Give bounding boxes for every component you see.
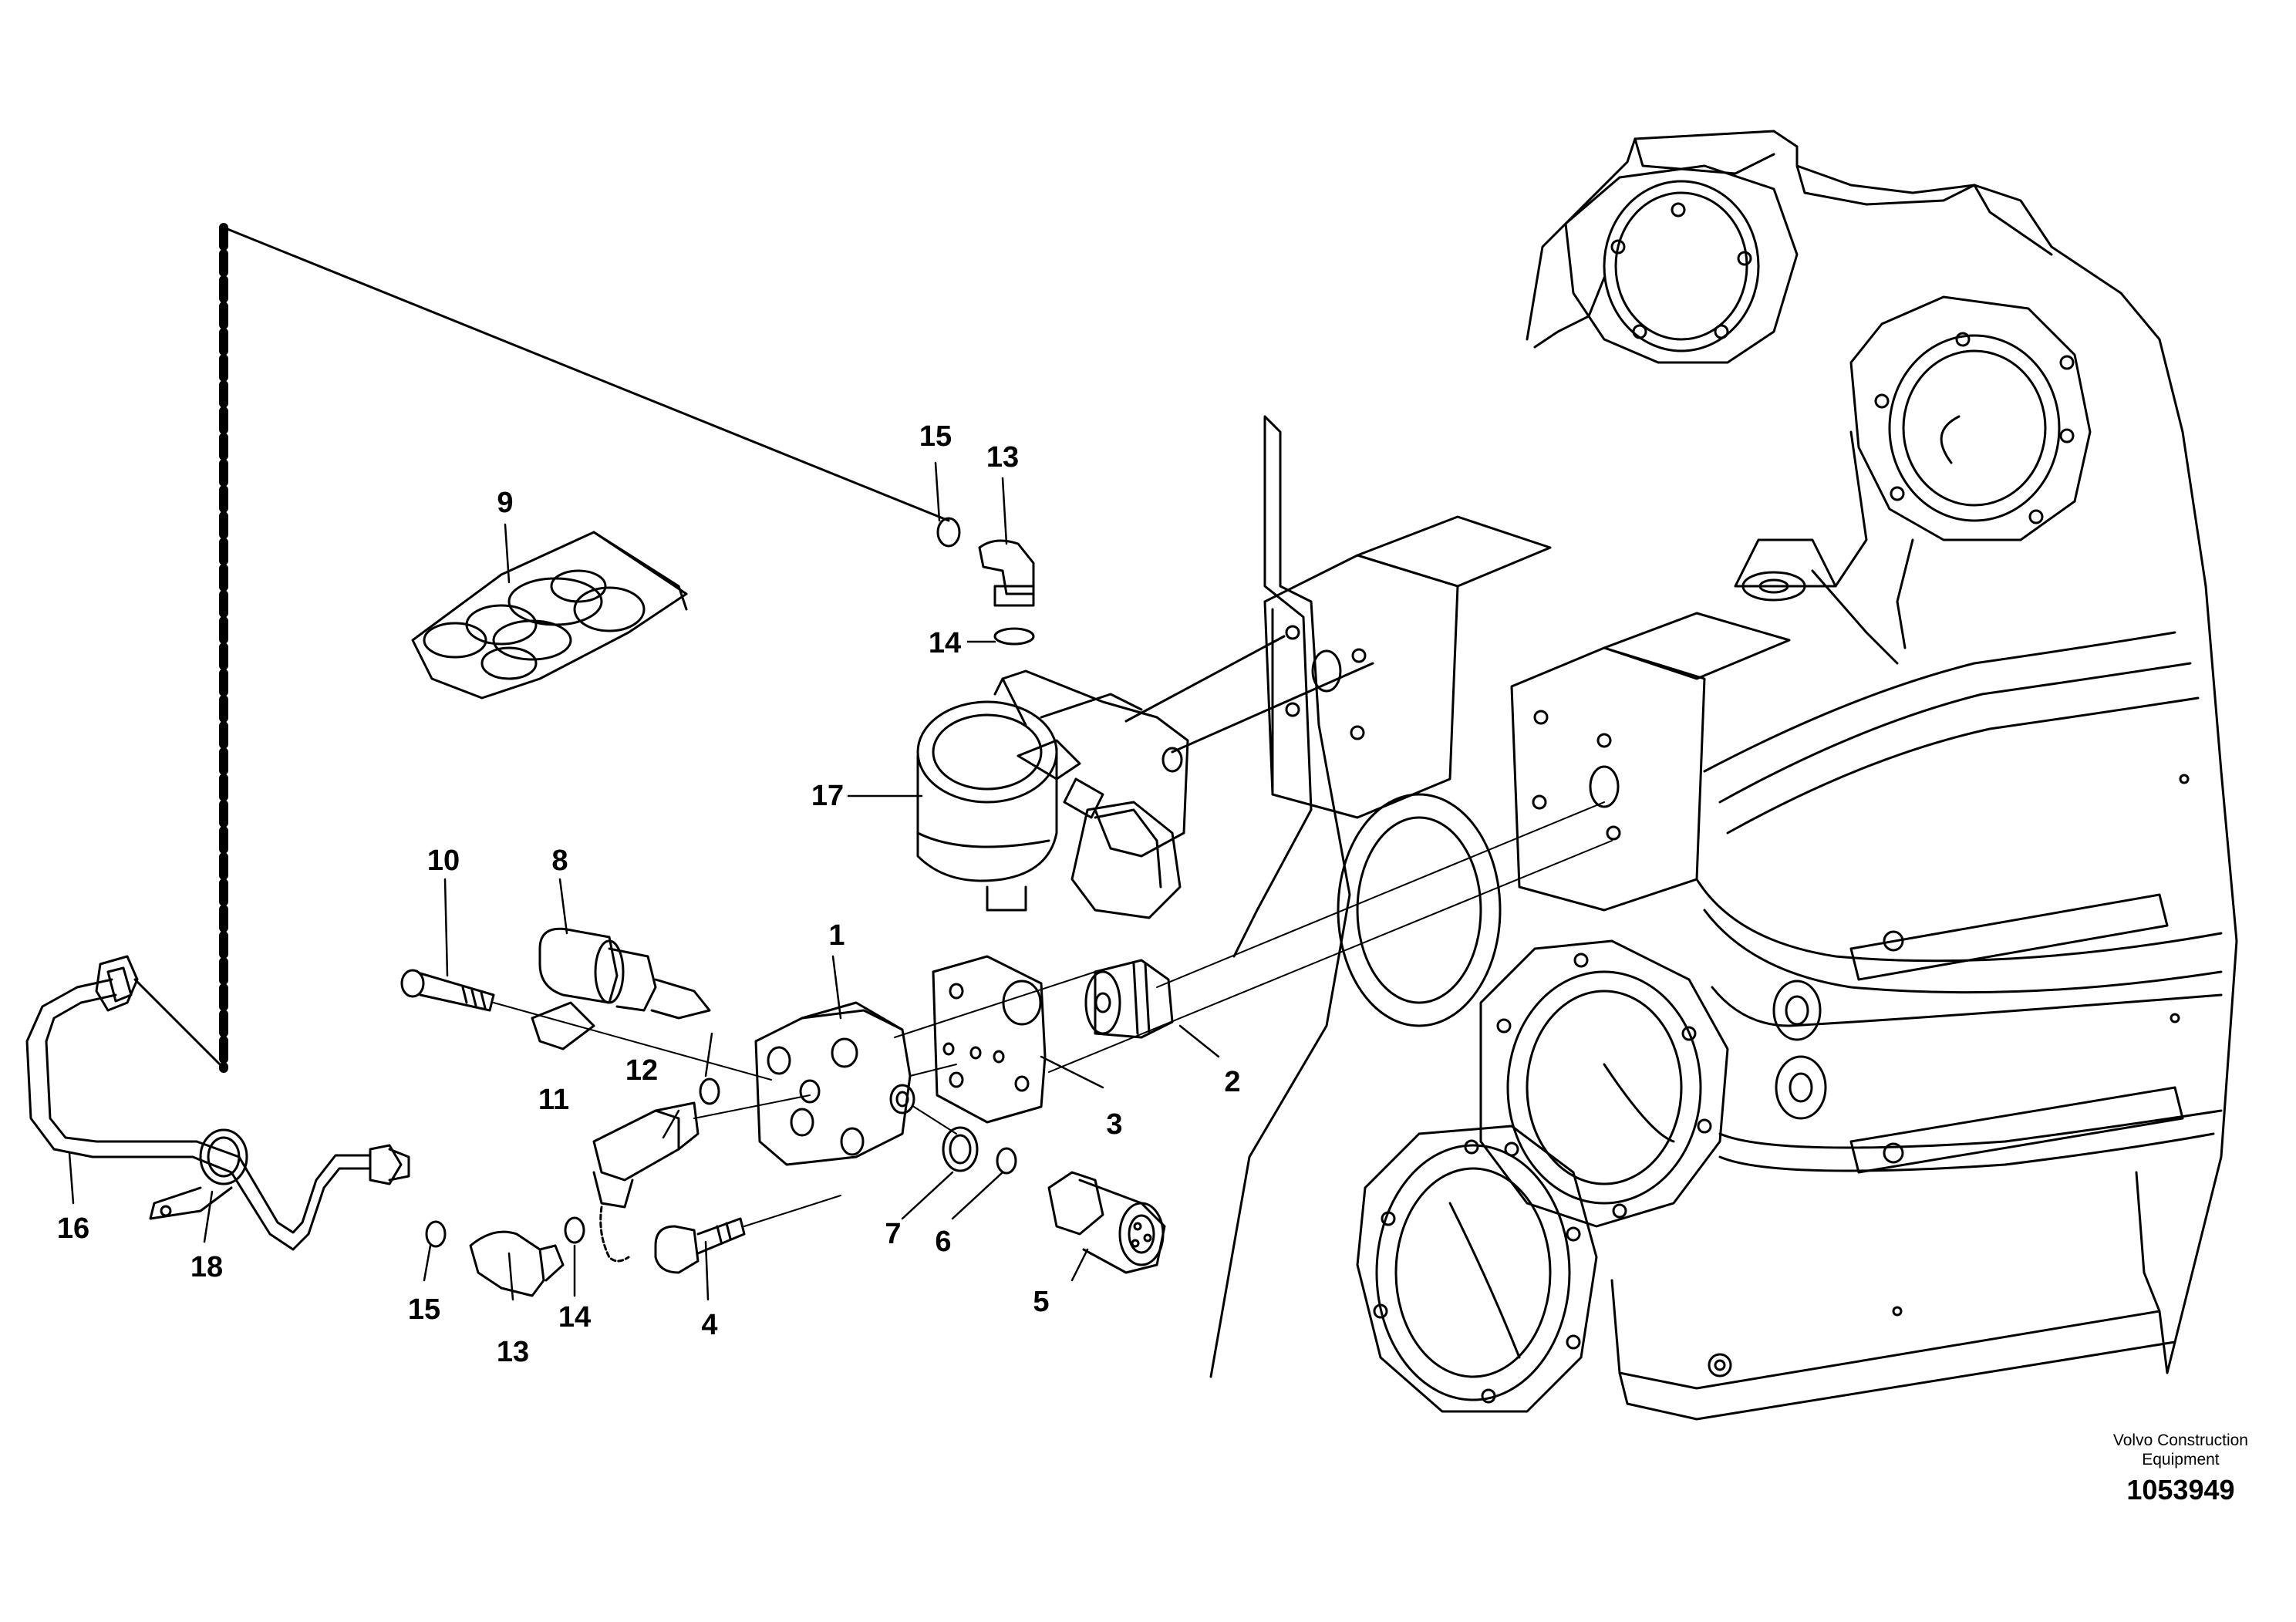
callout-14-upper: 14	[929, 627, 961, 659]
test-nipple	[592, 1094, 811, 1263]
pipe-end-connection-line	[133, 978, 225, 1070]
sealing-washers	[913, 1106, 1017, 1175]
upper-elbow-fitting	[936, 517, 1035, 646]
callout-leaders	[68, 461, 1220, 1301]
pressure-sensor	[1047, 1171, 1166, 1274]
filter-alignment-line-2	[1171, 662, 1374, 754]
gasket	[932, 955, 1047, 1124]
callout-3: 3	[1106, 1108, 1122, 1141]
callout-16: 16	[57, 1212, 89, 1245]
callout-4: 4	[701, 1309, 717, 1341]
callout-2: 2	[1224, 1066, 1240, 1098]
publisher-name-line-1: Volvo Construction	[2112, 1431, 2248, 1449]
filter-alignment-line-1	[1124, 635, 1286, 723]
publisher-name-line-2: Equipment	[2142, 1451, 2220, 1469]
gasket-alignment-line	[1048, 840, 1613, 1073]
callout-17: 17	[811, 780, 844, 812]
valve-insert	[1084, 959, 1174, 1039]
solenoid-valve	[493, 927, 772, 1081]
valve-block	[754, 1001, 915, 1166]
valve-alignment-line-1	[894, 971, 1096, 1038]
callout-9: 9	[497, 487, 513, 519]
callout-15-lower: 15	[408, 1293, 440, 1326]
callout-7: 7	[885, 1218, 901, 1250]
transmission-housing	[1209, 130, 2238, 1421]
o-ring-12	[699, 1077, 720, 1105]
callout-14-lower: 14	[558, 1301, 591, 1334]
callout-6: 6	[935, 1226, 951, 1258]
callout-5: 5	[1033, 1286, 1049, 1318]
callout-11: 11	[538, 1084, 569, 1116]
oil-filter-assembly	[916, 669, 1189, 919]
publisher-credit: Volvo Construction Equipment 1053949	[2113, 1431, 2248, 1506]
pressure-pipe-assembly	[25, 955, 585, 1297]
document-number: 1053949	[2126, 1474, 2235, 1506]
insert-alignment-line	[1156, 801, 1605, 988]
callout-13-lower: 13	[497, 1336, 529, 1368]
callout-8: 8	[551, 845, 568, 877]
bolt-10	[400, 969, 495, 1012]
valve-alignment-line-2	[909, 1064, 957, 1077]
callout-10: 10	[427, 845, 460, 877]
callout-labels: 1 2 3 4 5 6 7 8 9 10 11 12 13 13 14 14 1…	[57, 420, 1241, 1368]
callout-15-upper: 15	[919, 420, 952, 453]
pipe-connection-line	[222, 226, 950, 522]
seal-kit-bag	[411, 531, 688, 700]
bolt-4	[654, 1195, 841, 1274]
callout-12: 12	[625, 1054, 658, 1087]
callout-1: 1	[828, 919, 845, 952]
callout-13-upper: 13	[986, 441, 1019, 474]
callout-18: 18	[190, 1251, 223, 1283]
